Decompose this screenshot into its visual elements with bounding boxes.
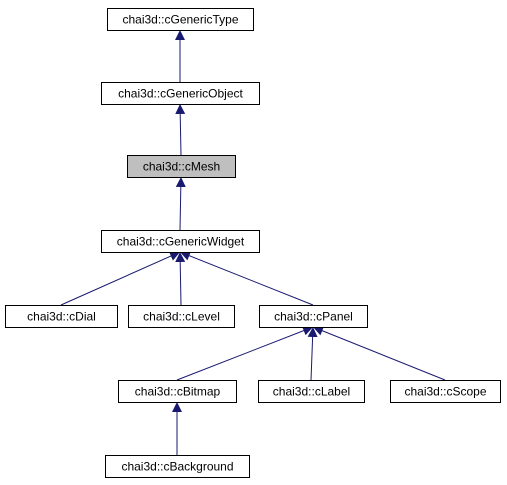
- class-node-bitmap[interactable]: chai3d::cBitmap: [118, 380, 237, 403]
- class-node-label: chai3d::cBackground: [121, 460, 233, 474]
- class-node-generic-widget[interactable]: chai3d::cGenericWidget: [101, 230, 260, 253]
- class-node-label[interactable]: chai3d::cLabel: [258, 380, 365, 403]
- inheritance-edge-generic-widget-to-mesh: [175, 176, 186, 231]
- inheritance-edge-dial-to-generic-widget: [60, 251, 181, 306]
- inheritance-edge-mesh-to-generic-object: [175, 103, 186, 156]
- class-node-box: [101, 82, 260, 105]
- class-node-box: [105, 455, 250, 478]
- inheritance-edge-scope-to-panel: [312, 326, 446, 381]
- class-node-scope[interactable]: chai3d::cScope: [390, 380, 501, 403]
- inheritance-edge-bitmap-to-panel: [176, 325, 314, 381]
- class-node-label: chai3d::cBitmap: [135, 385, 221, 399]
- class-node-box: [5, 305, 118, 328]
- class-node-box: [258, 380, 365, 403]
- class-node-label: chai3d::cGenericWidget: [117, 235, 245, 249]
- inheritance-edge-level-to-generic-widget: [175, 251, 186, 306]
- class-node-box: [259, 305, 368, 328]
- edges-layer: [60, 30, 446, 455]
- class-node-label: chai3d::cDial: [27, 310, 96, 324]
- inheritance-edge-label-to-panel: [307, 326, 318, 381]
- class-node-mesh: chai3d::cMesh: [127, 155, 236, 178]
- class-node-label: chai3d::cMesh: [143, 160, 220, 174]
- class-node-box: [128, 305, 235, 328]
- class-node-label: chai3d::cGenericType: [122, 13, 238, 27]
- class-node-label: chai3d::cLabel: [273, 385, 350, 399]
- class-node-box: [107, 8, 254, 31]
- class-node-label: chai3d::cGenericObject: [118, 87, 243, 101]
- class-node-box: [127, 155, 236, 178]
- class-node-label: chai3d::cScope: [404, 385, 486, 399]
- class-node-box: [118, 380, 237, 403]
- class-node-box: [390, 380, 501, 403]
- class-node-generic-object[interactable]: chai3d::cGenericObject: [101, 82, 260, 105]
- class-node-background[interactable]: chai3d::cBackground: [105, 455, 250, 478]
- class-node-generic-type[interactable]: chai3d::cGenericType: [107, 8, 254, 31]
- class-node-box: [101, 230, 260, 253]
- class-node-panel[interactable]: chai3d::cPanel: [259, 305, 368, 328]
- nodes-layer: chai3d::cGenericTypechai3d::cGenericObje…: [5, 8, 501, 478]
- class-node-dial[interactable]: chai3d::cDial: [5, 305, 118, 328]
- class-node-label: chai3d::cPanel: [274, 310, 353, 324]
- class-node-level[interactable]: chai3d::cLevel: [128, 305, 235, 328]
- class-node-label: chai3d::cLevel: [143, 310, 220, 324]
- inheritance-edge-panel-to-generic-widget: [179, 251, 314, 306]
